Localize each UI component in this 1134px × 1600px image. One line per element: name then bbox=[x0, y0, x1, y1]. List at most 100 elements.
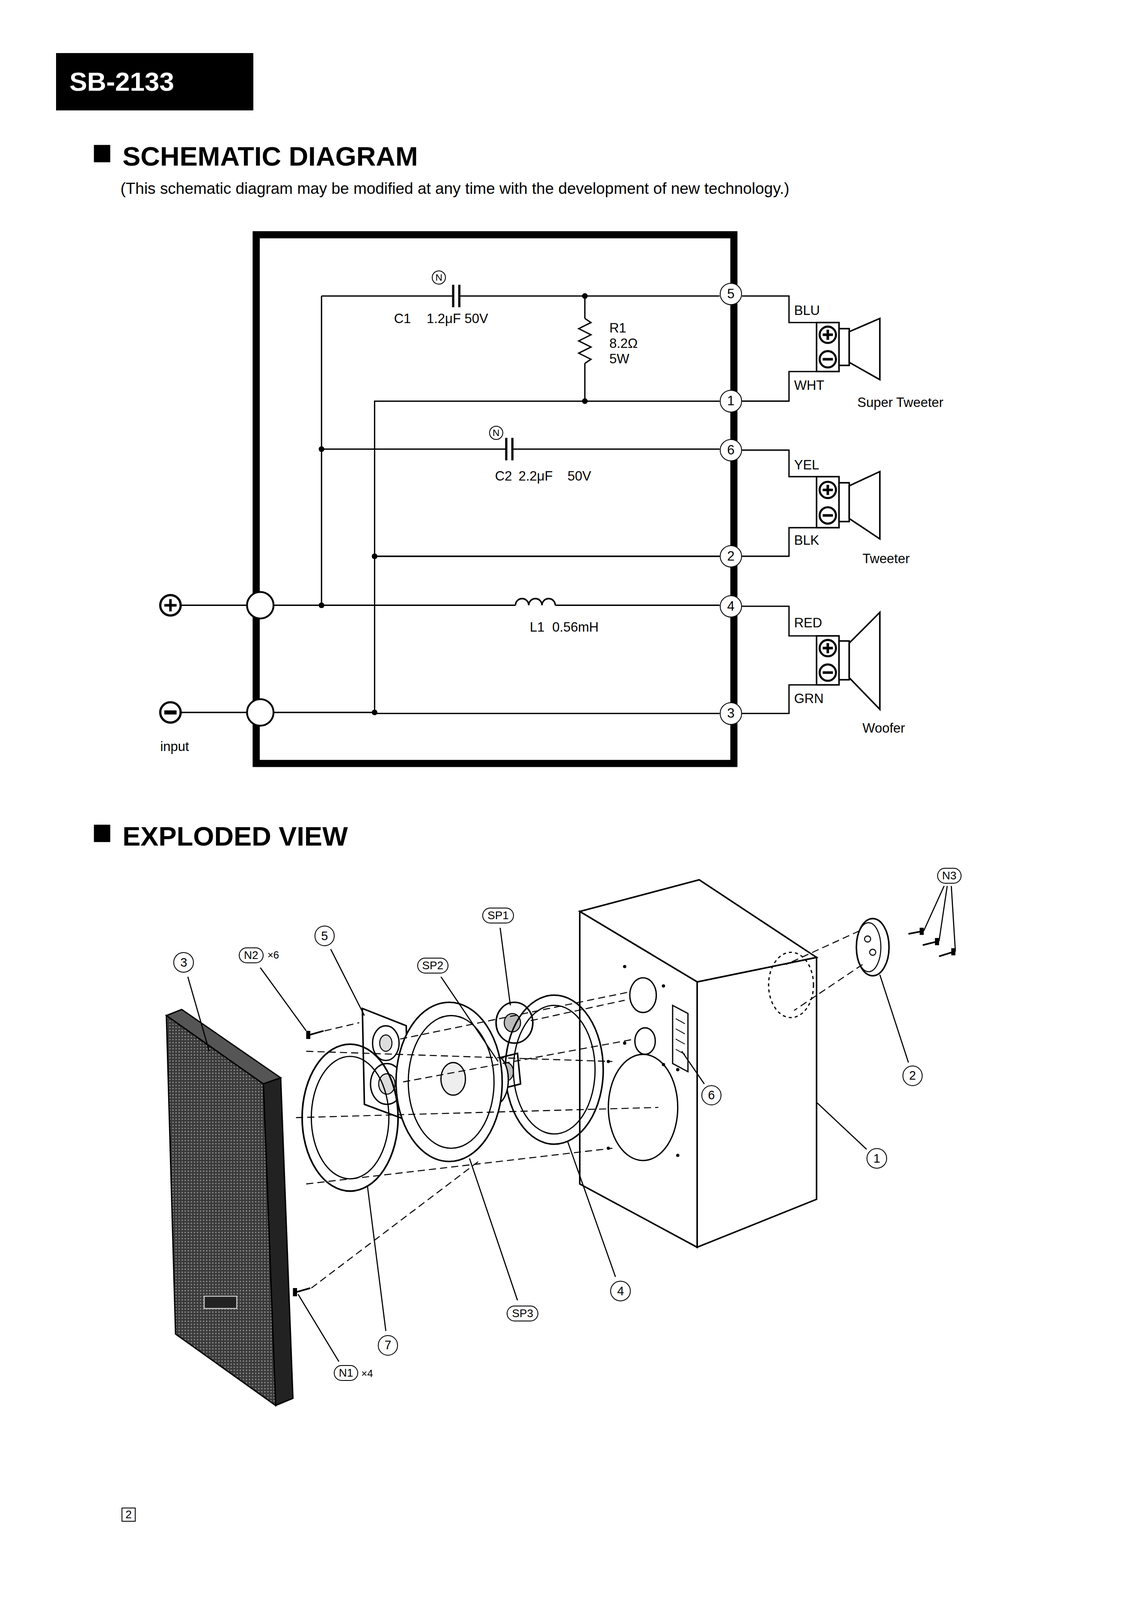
screw-hole bbox=[661, 984, 666, 988]
speaker-lead bbox=[742, 296, 817, 714]
screw-hole bbox=[661, 1062, 666, 1067]
capacitor-marker: N bbox=[431, 270, 446, 285]
page-number: 2 bbox=[121, 1507, 136, 1522]
woofer-dust-cap bbox=[440, 1062, 466, 1096]
node-text: 5 bbox=[321, 929, 329, 943]
input-terminal bbox=[246, 591, 274, 619]
junction-dot bbox=[581, 293, 588, 299]
node-text: 2 bbox=[727, 549, 735, 564]
screw bbox=[908, 930, 956, 957]
capacitor-symbol bbox=[506, 437, 513, 461]
circuit-wire bbox=[374, 400, 720, 557]
part-code-callout: N1 bbox=[333, 1365, 359, 1381]
part-code-callout: SP2 bbox=[417, 957, 449, 974]
component-value: 1.2μF 50V bbox=[426, 311, 489, 327]
part-code-callout: N2 bbox=[238, 947, 264, 964]
terminal-number: 5 bbox=[719, 282, 743, 306]
section-heading: EXPLODED VIEW bbox=[122, 820, 348, 852]
grille-badge bbox=[204, 1296, 237, 1309]
wire-colour: YEL bbox=[794, 457, 820, 473]
node-text: 3 bbox=[727, 706, 735, 721]
resistor-symbol bbox=[578, 318, 591, 364]
component-value: 0.56mH bbox=[552, 619, 599, 636]
callout-number: 4 bbox=[610, 1280, 631, 1302]
component-value: 8.2Ω bbox=[609, 335, 638, 352]
junction-dot bbox=[318, 446, 325, 452]
speaker-name: Woofer bbox=[862, 720, 906, 737]
node-text: SP3 bbox=[511, 1307, 534, 1320]
section-heading: SCHEMATIC DIAGRAM bbox=[122, 140, 418, 173]
model-badge: SB-2133 bbox=[56, 53, 253, 111]
woofer-gasket bbox=[505, 995, 604, 1145]
capacitor-symbol bbox=[453, 284, 460, 307]
node-text: 2 bbox=[125, 1508, 132, 1521]
callout-number: 1 bbox=[866, 1148, 888, 1169]
terminal-post bbox=[864, 935, 871, 942]
part-code-callout: SP3 bbox=[506, 1305, 539, 1322]
speaker-cone bbox=[849, 612, 881, 710]
speaker-magnet bbox=[839, 641, 850, 680]
woofer-ring bbox=[311, 1056, 389, 1179]
junction-dot bbox=[318, 602, 325, 609]
cabinet-side bbox=[697, 957, 817, 1247]
component-value: 2.2μF bbox=[518, 468, 553, 484]
screw-hole bbox=[623, 964, 627, 969]
callout-number: 2 bbox=[902, 1065, 924, 1087]
capacitor-marker: N bbox=[489, 425, 504, 440]
node-text: 6 bbox=[708, 1088, 716, 1102]
component-value: 50V bbox=[567, 468, 591, 484]
speaker-grille bbox=[166, 1015, 276, 1406]
node-text: N bbox=[492, 427, 500, 439]
terminal-plate bbox=[856, 918, 889, 977]
wire-colour: BLU bbox=[794, 302, 820, 319]
screw bbox=[296, 1030, 324, 1293]
note-text: (This schematic diagram may be modified … bbox=[120, 179, 790, 199]
speaker-magnet bbox=[839, 482, 850, 522]
screw-head bbox=[294, 1030, 309, 1297]
speaker-cone bbox=[849, 471, 881, 539]
woofer-ring bbox=[302, 1044, 398, 1191]
part-code-callout: N3 bbox=[937, 867, 962, 884]
heading-bullet bbox=[93, 824, 110, 843]
input-terminal bbox=[246, 699, 274, 726]
terminal-number: 1 bbox=[719, 389, 743, 413]
screw-hole bbox=[676, 1068, 680, 1072]
assembly-guide bbox=[296, 930, 863, 1289]
plus-symbol bbox=[164, 599, 177, 612]
component-value: 5W bbox=[609, 351, 630, 367]
rear-hole bbox=[768, 952, 814, 1018]
cabinet-front bbox=[579, 911, 698, 1248]
speaker-terminal-block bbox=[816, 476, 839, 528]
terminal-plate-rim bbox=[856, 922, 881, 972]
node-text: 6 bbox=[727, 442, 735, 458]
leader-line bbox=[187, 885, 956, 1362]
part-code-callout: SP1 bbox=[482, 907, 514, 924]
node-text: N3 bbox=[942, 869, 957, 882]
wire-colour: RED bbox=[794, 615, 823, 631]
node-text: 1 bbox=[873, 1151, 881, 1166]
terminal-number: 3 bbox=[719, 702, 743, 725]
terminal-number: 2 bbox=[719, 545, 743, 568]
tweeter-hole bbox=[635, 1027, 656, 1055]
callout-number: 3 bbox=[173, 952, 194, 973]
minus-symbol bbox=[164, 710, 177, 715]
node-text: 7 bbox=[384, 1338, 392, 1352]
node-text: 2 bbox=[908, 1068, 916, 1083]
speaker-cone bbox=[849, 318, 881, 380]
screw-hole bbox=[623, 1041, 627, 1045]
callout-number: 5 bbox=[314, 925, 336, 947]
node-text: SB-2133 bbox=[69, 67, 175, 97]
woofer-frame bbox=[395, 1002, 502, 1162]
wire-colour: GRN bbox=[794, 691, 824, 707]
component-ref: C2 bbox=[495, 468, 513, 484]
quantity-mark: ×4 bbox=[361, 1367, 373, 1380]
rating-plate bbox=[672, 1005, 689, 1072]
component-ref: R1 bbox=[609, 320, 627, 336]
minus-symbol bbox=[160, 702, 181, 723]
node-text: 4 bbox=[727, 599, 735, 614]
screw-head bbox=[921, 927, 954, 956]
circuit-wire bbox=[180, 296, 720, 713]
screw-holes bbox=[606, 964, 680, 1158]
